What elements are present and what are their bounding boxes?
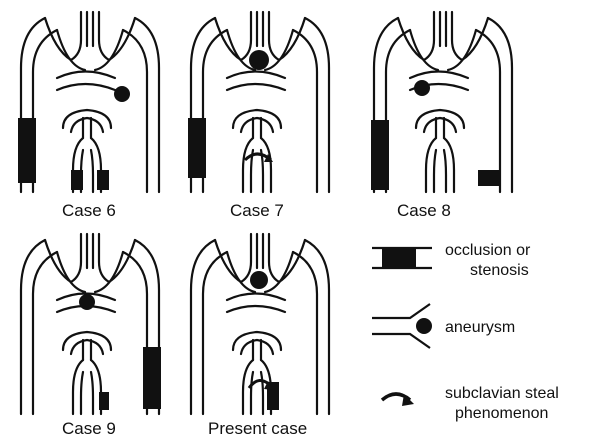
- legend: occlusion or stenosis aneurysm subclavia…: [372, 242, 559, 422]
- caption-case-6: Case 6: [62, 201, 116, 220]
- caption-case-8: Case 8: [397, 201, 451, 220]
- diagram-case-6: [18, 12, 159, 192]
- legend-occlusion-line2: stenosis: [470, 262, 529, 279]
- caption-present-case: Present case: [208, 419, 307, 438]
- caption-case-7: Case 7: [230, 201, 284, 220]
- caption-case-9: Case 9: [62, 419, 116, 438]
- legend-steal-line2: phenomenon: [455, 405, 548, 422]
- diagram-case-7: [188, 12, 329, 192]
- occlusion-symbol-icon: [372, 248, 432, 268]
- legend-aneurysm: aneurysm: [445, 319, 515, 336]
- diagram-case-8: [371, 12, 512, 192]
- aneurysm-symbol-icon: [372, 304, 432, 348]
- legend-steal-line1: subclavian steal: [445, 385, 559, 402]
- legend-occlusion-line1: occlusion or: [445, 242, 531, 259]
- diagram-present-case: [191, 234, 329, 414]
- subclavian-steal-arrow-icon: [382, 394, 414, 406]
- diagram-case-9: [21, 234, 161, 414]
